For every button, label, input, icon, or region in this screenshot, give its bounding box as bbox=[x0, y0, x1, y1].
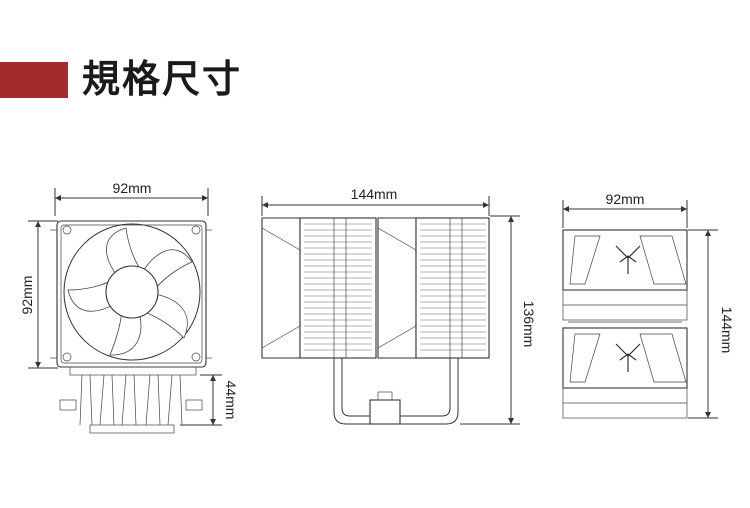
rear-width-label: 92mm bbox=[606, 191, 645, 207]
front-width-dimension: 92mm bbox=[54, 180, 209, 216]
side-fin-stack-right bbox=[415, 217, 490, 359]
fan-hub bbox=[105, 265, 159, 319]
side-fins-left bbox=[304, 223, 372, 351]
side-fins-right bbox=[420, 223, 486, 351]
side-height-label: 136mm bbox=[521, 301, 537, 348]
rear-view: 92mm 144mm bbox=[562, 191, 735, 419]
rear-height-dimension: 144mm bbox=[688, 229, 735, 419]
side-width-label: 144mm bbox=[351, 186, 398, 202]
front-base-dimension: 44mm bbox=[180, 374, 239, 426]
front-heatpipes bbox=[59, 366, 203, 434]
fan-ring bbox=[63, 223, 201, 361]
front-width-label: 92mm bbox=[113, 180, 152, 196]
front-base-label: 44mm bbox=[223, 381, 239, 420]
rear-height-label: 144mm bbox=[719, 307, 735, 354]
front-view: 92mm 92mm bbox=[19, 180, 239, 434]
rear-fan-bottom bbox=[562, 327, 688, 389]
side-width-dimension: 144mm bbox=[261, 186, 490, 216]
side-view: 144mm bbox=[261, 186, 537, 425]
side-mount-block bbox=[369, 399, 401, 425]
rear-width-dimension: 92mm bbox=[562, 191, 688, 228]
page-title: 規格尺寸 bbox=[82, 57, 243, 101]
rear-fan-top bbox=[562, 229, 688, 291]
side-fin-stack-left bbox=[299, 217, 377, 359]
front-height-dimension: 92mm bbox=[19, 220, 58, 369]
side-height-dimension: 136mm bbox=[460, 215, 537, 425]
logo-mark-top bbox=[615, 245, 641, 274]
title-accent-bar bbox=[0, 62, 68, 98]
front-height-label: 92mm bbox=[19, 276, 35, 315]
logo-mark-bottom bbox=[615, 343, 641, 372]
